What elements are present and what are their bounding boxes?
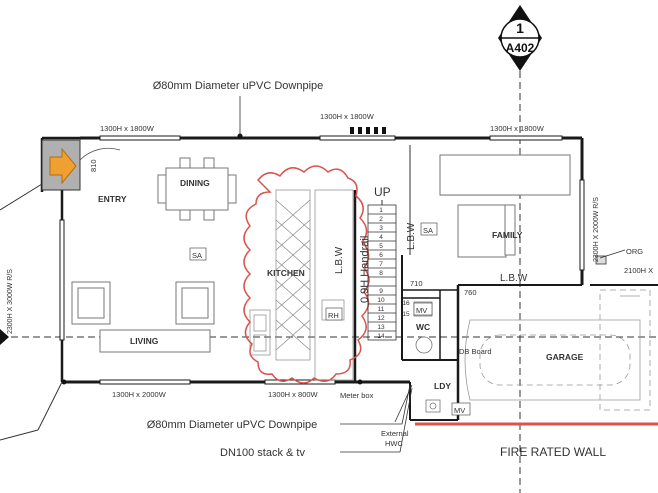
stair-number: 1 [379,207,383,214]
rh-box [325,307,343,321]
downpipe-top-note: Ø80mm Diameter uPVC Downpipe [153,80,324,92]
wet-area-fixtures [413,301,441,413]
window-bottom-left: 1300H x 2000W [112,390,167,399]
stair-number: 3 [379,225,383,232]
stair-number: 10 [377,297,385,304]
room-ldy: LDY [434,381,451,391]
sa-label-2: SA [423,226,433,235]
stair-number: 13 [377,324,385,331]
stair-number: 11 [378,306,385,313]
dim-710: 710 [410,279,423,288]
downpipe-markers [61,127,386,385]
section-arrow-left [0,329,9,345]
downpipe-bottom-note: Ø80mm Diameter uPVC Downpipe [147,419,318,431]
stair-number: 15 [402,311,410,318]
mv-label-1: MV [416,306,427,315]
window-garage-door: 2100H X [624,266,653,275]
external-hwc-note-1: External [381,429,409,438]
stair-number: 12 [377,315,385,322]
room-kitchen: KITCHEN [267,268,305,278]
stair-up-label: UP [374,185,391,199]
lbw-label-1: L.B.W [334,246,345,274]
room-family: FAMILY [492,230,523,240]
window-top-left: 1300H x 1800W [100,124,155,133]
stack-note: DN100 stack & tv [220,447,305,459]
lbw-label-2: L.B.W [406,222,417,250]
org-box [595,255,607,265]
room-living: LIVING [130,336,159,346]
entry-door-swing [79,147,121,161]
stair-number: 8 [379,270,383,277]
room-wc: WC [416,322,430,332]
dim-760: 760 [464,288,477,297]
section-number: 1 [516,20,524,36]
entry-leader [0,183,43,211]
mv-label-2: MV [454,406,465,415]
rh-label: RH [328,311,339,320]
stair-number: 7 [379,261,383,268]
dim-810: 810 [89,159,98,172]
stairs [367,200,397,341]
revision-cloud [243,165,370,384]
window-top-mid: 1300H x 1800W [320,112,375,121]
section-sheet: A402 [506,41,535,55]
external-hwc-note-2: HWC [385,439,403,448]
kitchen-bench [249,189,354,381]
stair-number: 14 [377,333,385,340]
garage-cars [464,289,651,411]
mv-box-2 [451,402,471,416]
org-note: ORG [626,247,643,256]
stair-number: 9 [379,288,383,295]
window-bottom-mid: 1300H x 800W [268,390,319,399]
sa-label-1: SA [192,251,202,260]
stair-number: 6 [379,252,383,259]
living-leader [37,381,63,431]
sa-box-2 [420,222,438,236]
entry-arrow-icon [49,147,77,185]
stair-number: 5 [379,243,383,250]
room-entry: ENTRY [98,194,127,204]
room-dining: DINING [180,178,210,188]
living-leader-2 [0,429,39,441]
db-board-note: DB Board [459,347,492,356]
stair-number: 4 [379,234,383,241]
living-furniture [71,281,215,353]
handrail-note: 0.9H Handrail [359,236,371,303]
dining-table [157,157,237,221]
section-marker: 1 A402 [498,5,542,71]
window-left-wall: 2300H X 3000W R/S [7,269,14,334]
note-leaders [239,96,626,453]
stair-number: 2 [379,216,383,223]
meter-box-note: Meter box [340,391,374,400]
stair-number: 16 [402,300,410,307]
family-furniture [439,154,571,258]
window-top-right: 1300H x 1800W [490,124,545,133]
lbw-label-3: L.B.W [500,273,528,284]
sa-box-1 [189,247,207,261]
window-right-wall: 2300H X 2000W R/S [593,197,600,262]
fire-wall-note: FIRE RATED WALL [500,445,606,459]
stair-numbers: 1 2 3 4 5 6 7 8 9 10 11 12 13 14 15 16 [377,207,410,340]
room-garage: GARAGE [546,352,584,362]
mv-box-1 [413,302,433,316]
